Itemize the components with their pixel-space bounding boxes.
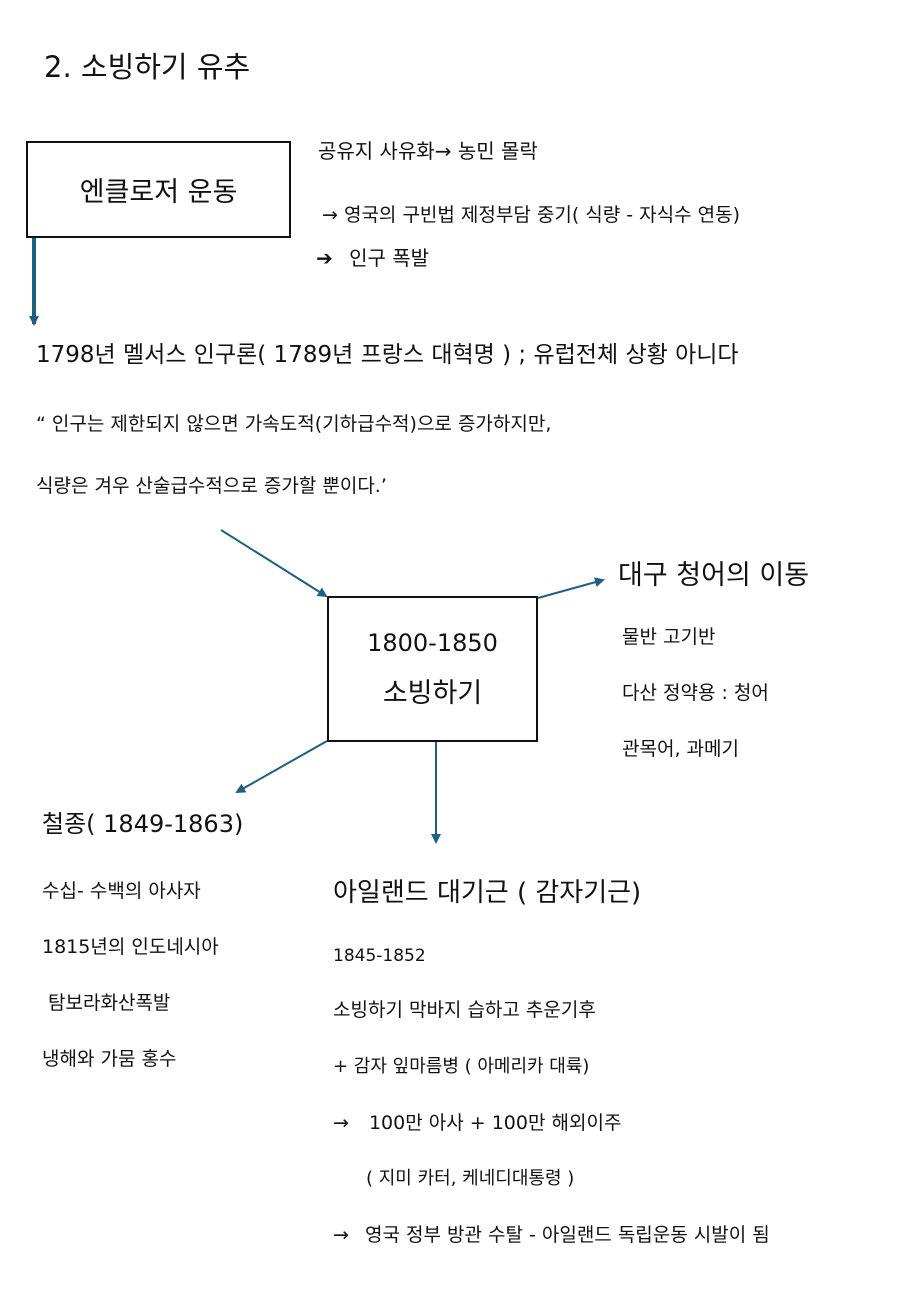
arrow-ice-age-to-cheoljong [235,740,328,793]
enclosure-line-3: ➔ 인구 폭발 [316,246,429,270]
right-arrow-icon: → [333,1112,349,1134]
cheoljong-item: 수십- 수백의 아사자 [42,880,201,902]
ireland-line-3: → 100만 아사 + 100만 해외이주 [333,1112,621,1135]
malthus-quote-2: 식량은 겨우 산술급수적으로 증가할 뿐이다.’ [36,475,387,497]
cheoljong-item: 냉해와 가뭄 홍수 [42,1048,177,1070]
enclosure-box: 엔클로저 운동 [26,141,291,238]
ireland-line-5: → 영국 정부 방관 수탈 - 아일랜드 독립운동 시발이 됨 [333,1224,770,1247]
little-ice-age-box: 1800-1850 소빙하기 [327,596,538,742]
cheoljong-title: 철종( 1849-1863) [42,810,244,838]
right-arrow-icon: ➔ [316,246,333,270]
ireland-line-4: ( 지미 카터, 케네디대통령 ) [366,1168,575,1189]
cod-herring-item: 다산 정약용 : 청어 [622,682,769,704]
ireland-line-2: + 감자 잎마름병 ( 아메리카 대륙) [333,1056,590,1077]
enclosure-line-3-text: 인구 폭발 [349,246,430,270]
cod-herring-item: 관목어, 과메기 [622,738,739,760]
malthus-title: 1798년 멜서스 인구론( 1789년 프랑스 대혁명 ) ; 유럽전체 상황… [36,342,739,368]
cod-herring-item: 물반 고기반 [622,626,716,648]
arrow-ice-age-to-cod [537,577,605,599]
cheoljong-item: 1815년의 인도네시아 [42,936,219,958]
arrow-malthus-to-ice-age [220,529,328,598]
ireland-years: 1845-1852 [333,946,426,966]
cheoljong-item: 탐보라화산폭발 [42,992,171,1014]
cod-herring-title: 대구 청어의 이동 [618,560,810,591]
ireland-line-3-text: 100만 아사 + 100만 해외이주 [368,1112,622,1134]
enclosure-box-label: 엔클로저 운동 [79,177,238,208]
enclosure-line-1: 공유지 사유화→ 농민 몰락 [318,139,538,163]
right-arrow-icon: → [333,1224,349,1246]
page-title: 2. 소빙하기 유추 [44,50,251,84]
little-ice-age-years: 1800-1850 [367,628,498,657]
ireland-line-5-text: 영국 정부 방관 수탈 - 아일랜드 독립운동 시발이 됨 [364,1224,770,1246]
malthus-quote-1: “ 인구는 제한되지 않으면 가속도적(기하급수적)으로 증가하지만, [36,413,552,435]
ireland-title: 아일랜드 대기근 ( 감자기근) [333,878,642,908]
ireland-line-1: 소빙하기 막바지 습하고 추운기후 [333,999,596,1021]
enclosure-line-2: → 영국의 구빈법 제정부담 중기( 식량 - 자식수 연동) [322,204,741,226]
little-ice-age-label: 소빙하기 [382,677,483,709]
